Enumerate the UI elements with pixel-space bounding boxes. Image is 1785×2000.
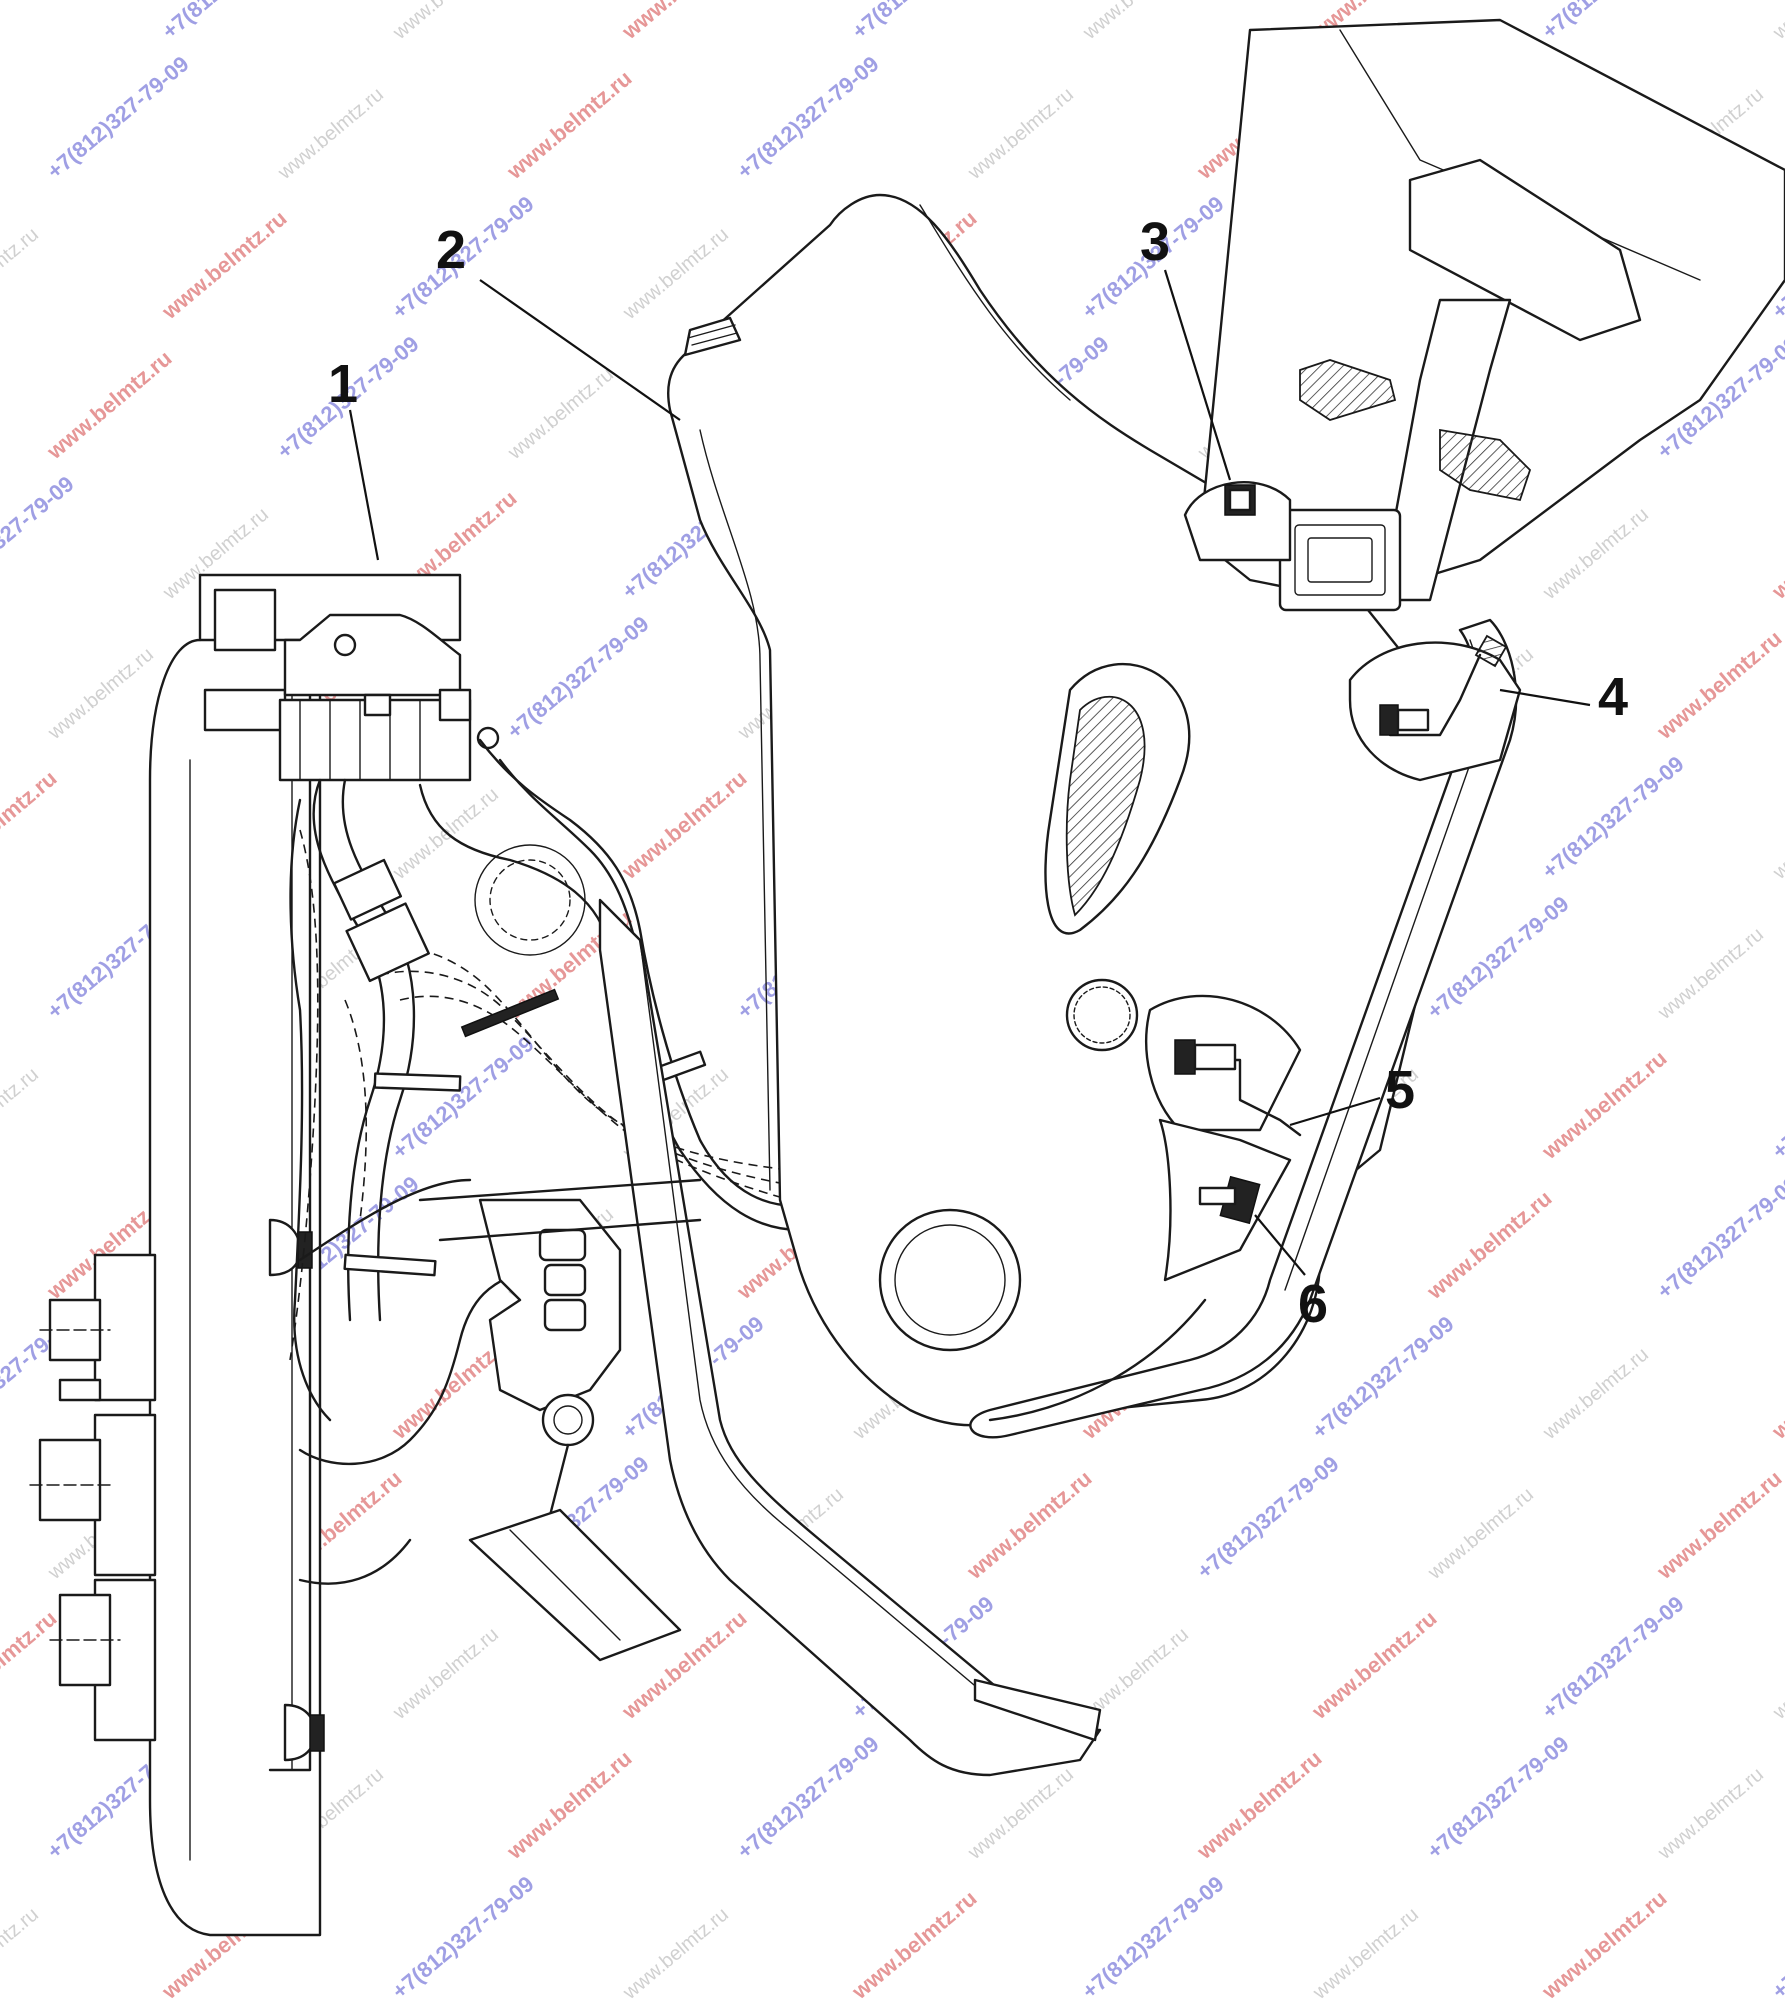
callout-4-label: 4: [1598, 667, 1628, 727]
watermark-site: www.belmtz.ru: [1766, 485, 1785, 604]
watermark-site: www.belmtz.ru: [1421, 1185, 1556, 1304]
support-bracket: [969, 618, 1522, 1439]
watermark-site-faint: www.belmtz.ru: [273, 83, 388, 184]
watermark-site-faint: www.belmtz.ru: [0, 1063, 43, 1164]
callout-3-label: 3: [1140, 212, 1170, 272]
callout-3: 3: [1140, 212, 1232, 481]
watermark-site-faint: www.belmtz.ru: [1423, 1483, 1538, 1584]
watermark-site-faint: www.belmtz.ru: [1653, 923, 1768, 1024]
watermark-site-faint: www.belmtz.ru: [388, 0, 503, 44]
connector-block-upper: [39, 1253, 157, 1402]
callout-4: 4: [1499, 667, 1628, 727]
watermark-phone: +7(812)327-79-09: [1422, 1731, 1573, 1864]
watermark-site-faint: www.belmtz.ru: [503, 363, 618, 464]
callout-6-label: 6: [1298, 1274, 1328, 1334]
watermark-phone: +7(812)327-79-09: [732, 51, 883, 184]
watermark-site: www.belmtz.ru: [846, 1885, 981, 2000]
connector-block-middle: [29, 1413, 157, 1577]
callout-1: 1: [328, 354, 380, 561]
watermark-site: www.belmtz.ru: [501, 1745, 636, 1864]
watermark-phone: +7(812)327-79-09: [1077, 1871, 1228, 2000]
watermark-site: www.belmtz.ru: [156, 205, 291, 324]
watermark-site-faint: www.belmtz.ru: [0, 223, 43, 324]
watermark-phone: +7(812)327-79-09: [1192, 1451, 1343, 1584]
watermark-site-faint: www.belmtz.ru: [1768, 0, 1785, 44]
watermark-site-faint: www.belmtz.ru: [43, 643, 158, 744]
watermark-site-faint: www.belmtz.ru: [1653, 1763, 1768, 1864]
dashboard-panel: [29, 608, 325, 1937]
watermark-site-faint: www.belmtz.ru: [963, 83, 1078, 184]
watermark-phone: +7(812)327-79-09: [502, 611, 653, 744]
watermark-site-faint: www.belmtz.ru: [618, 1903, 733, 2000]
watermark-site: www.belmtz.ru: [1651, 625, 1785, 744]
callout-6: 6: [1254, 1214, 1328, 1334]
watermark-phone: +7(812)327-79-09: [387, 1871, 538, 2000]
watermark-phone: +7(812)327-79-09: [1537, 1591, 1688, 1724]
pedal-linkage: [298, 898, 1102, 1777]
bolt-lower: [283, 1703, 325, 1762]
watermark-phone: +7(812)327-79-09: [42, 51, 193, 184]
watermark-site: www.belmtz.ru: [1651, 1465, 1785, 1584]
callout-5-label: 5: [1385, 1060, 1415, 1120]
watermark-site-faint: www.belmtz.ru: [388, 783, 503, 884]
watermark-site: www.belmtz.ru: [1306, 1605, 1441, 1724]
watermark-site-faint: www.belmtz.ru: [1308, 1903, 1423, 2000]
watermark-site: www.belmtz.ru: [1536, 1045, 1671, 1164]
callout-5: 5: [1289, 1060, 1415, 1127]
watermark-site-faint: www.belmtz.ru: [1078, 0, 1193, 44]
watermark-phone: +7(812)327-79-09: [1767, 1871, 1785, 2000]
watermark-phone: +7(812)327-79-09: [847, 0, 998, 44]
callout-2: 2: [436, 220, 681, 421]
watermark-site: www.belmtz.ru: [961, 1465, 1096, 1584]
watermark-site-faint: www.belmtz.ru: [388, 1623, 503, 1724]
watermark-site: www.belmtz.ru: [1191, 1745, 1326, 1864]
watermark-site-faint: www.belmtz.ru: [618, 223, 733, 324]
watermark-site: www.belmtz.ru: [0, 1605, 62, 1724]
watermark-site: www.belmtz.ru: [616, 765, 751, 884]
watermark-site-faint: www.belmtz.ru: [0, 1903, 43, 2000]
watermark-site: www.belmtz.ru: [0, 765, 62, 884]
lever-assembly: [1183, 18, 1785, 612]
watermark-site: www.belmtz.ru: [1766, 1325, 1785, 1444]
watermark-site: www.belmtz.ru: [1536, 1885, 1671, 2000]
watermark-phone: +7(812)327-79-09: [157, 0, 308, 44]
watermark-phone: +7(812)327-79-09: [1767, 1031, 1785, 1164]
watermark-phone: +7(812)327-79-09: [387, 1031, 538, 1164]
watermark-phone: +7(812)327-79-09: [1537, 751, 1688, 884]
watermark-site-faint: www.belmtz.ru: [1538, 1343, 1653, 1444]
watermark-site-faint: www.belmtz.ru: [963, 1763, 1078, 1864]
watermark-site: www.belmtz.ru: [41, 345, 176, 464]
callout-1-label: 1: [328, 354, 358, 414]
relay-block: [198, 573, 500, 782]
watermark-phone: +7(812)327-79-09: [0, 471, 79, 604]
watermark-site: www.belmtz.ru: [0, 0, 62, 44]
watermark-phone: +7(812)327-79-09: [1307, 1311, 1458, 1444]
watermark-site-faint: www.belmtz.ru: [1768, 1623, 1785, 1724]
watermark-site: www.belmtz.ru: [616, 0, 751, 44]
watermark-site-faint: www.belmtz.ru: [1538, 503, 1653, 604]
watermark-site: www.belmtz.ru: [501, 65, 636, 184]
connector-block-lower: [49, 1578, 157, 1742]
watermark-site-faint: www.belmtz.ru: [1768, 783, 1785, 884]
watermark-phone: +7(812)327-79-09: [1652, 1171, 1785, 1304]
callout-2-label: 2: [436, 220, 466, 280]
watermark-phone: +7(812)327-79-09: [1537, 0, 1688, 44]
watermark-phone: +7(812)327-79-09: [732, 1731, 883, 1864]
